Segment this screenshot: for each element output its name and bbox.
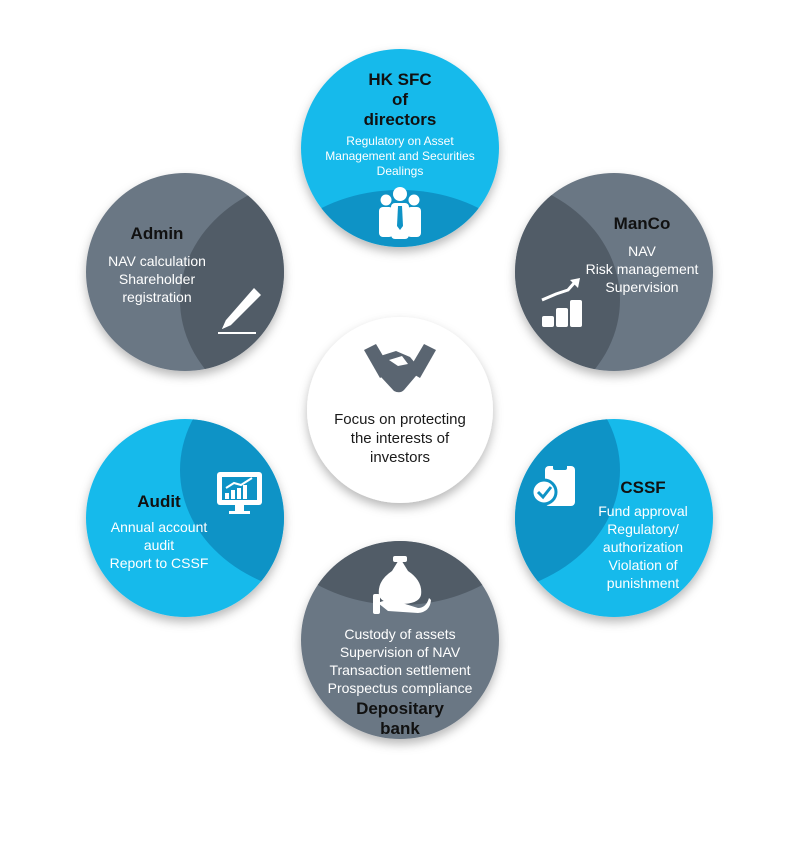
description-line: Regulatory/ bbox=[607, 521, 679, 537]
node-manco-description: NAV Risk management Supervision bbox=[586, 242, 699, 296]
title-line: bank bbox=[380, 719, 420, 738]
handshake-icon bbox=[364, 344, 436, 393]
description-line: NAV bbox=[628, 243, 656, 259]
description-line: Management and Securities bbox=[325, 149, 475, 163]
description-line: authorization bbox=[602, 539, 684, 555]
title-line: Audit bbox=[137, 492, 181, 511]
clipboard-check-icon bbox=[530, 461, 575, 506]
description-line: registration bbox=[122, 289, 192, 305]
node-depositary-description: Custody of assets Supervision of NAV Tra… bbox=[328, 625, 473, 697]
description-line: NAV calculation bbox=[108, 253, 206, 269]
description-line: Prospectus compliance bbox=[327, 680, 473, 696]
description-line: Dealings bbox=[376, 164, 424, 178]
node-audit-description: Annual account audit Report to CSSF bbox=[110, 518, 209, 572]
description-line: Shareholder bbox=[118, 271, 196, 287]
node-depositary-title: Depositary bank bbox=[356, 699, 444, 739]
description-line: Custody of assets bbox=[344, 626, 456, 642]
description-line: Fund approval bbox=[598, 503, 688, 519]
pen-icon bbox=[218, 288, 261, 334]
title-line: Depositary bbox=[356, 699, 444, 718]
node-cssf-title: CSSF bbox=[620, 478, 665, 498]
title-line: HK SFC bbox=[368, 70, 432, 89]
node-admin-description: NAV calculation Shareholder registration bbox=[108, 252, 206, 306]
description-line: Report to CSSF bbox=[109, 555, 209, 571]
title-line: CSSF bbox=[620, 478, 666, 497]
monitor-chart-icon bbox=[217, 472, 262, 514]
title-line: ManCo bbox=[613, 214, 671, 233]
description-line: Focus on protecting bbox=[334, 411, 466, 428]
title-line: Admin bbox=[130, 224, 184, 243]
description-line: the interests of bbox=[350, 430, 450, 447]
description-line: investors bbox=[369, 449, 431, 466]
description-line: Supervision bbox=[605, 279, 679, 295]
description-line: Annual account bbox=[110, 519, 208, 535]
center-description: Focus on protecting the interests of inv… bbox=[334, 410, 466, 467]
node-hk-sfc-title: HK SFC of directors bbox=[364, 70, 437, 130]
node-cssf-description: Fund approval Regulatory/ authorization … bbox=[598, 502, 688, 592]
center-circle bbox=[307, 317, 493, 503]
description-line: punishment bbox=[606, 575, 680, 591]
description-line: Risk management bbox=[585, 261, 699, 277]
node-audit-title: Audit bbox=[137, 492, 180, 512]
growth-chart-icon bbox=[541, 278, 582, 327]
description-line: Violation of bbox=[608, 557, 678, 573]
title-line: of bbox=[391, 90, 409, 109]
description-line: Transaction settlement bbox=[329, 662, 471, 678]
title-line: directors bbox=[363, 110, 437, 129]
node-manco-title: ManCo bbox=[614, 214, 671, 234]
description-line: Supervision of NAV bbox=[339, 644, 461, 660]
money-bag-hand-icon bbox=[373, 556, 431, 614]
description-line: Regulatory on Asset bbox=[346, 134, 454, 148]
node-hk-sfc-description: Regulatory on Asset Management and Secur… bbox=[325, 134, 474, 179]
description-line: audit bbox=[143, 537, 175, 553]
people-group-icon bbox=[379, 187, 421, 239]
node-admin-title: Admin bbox=[131, 224, 184, 244]
node-audit-circle bbox=[86, 419, 284, 617]
